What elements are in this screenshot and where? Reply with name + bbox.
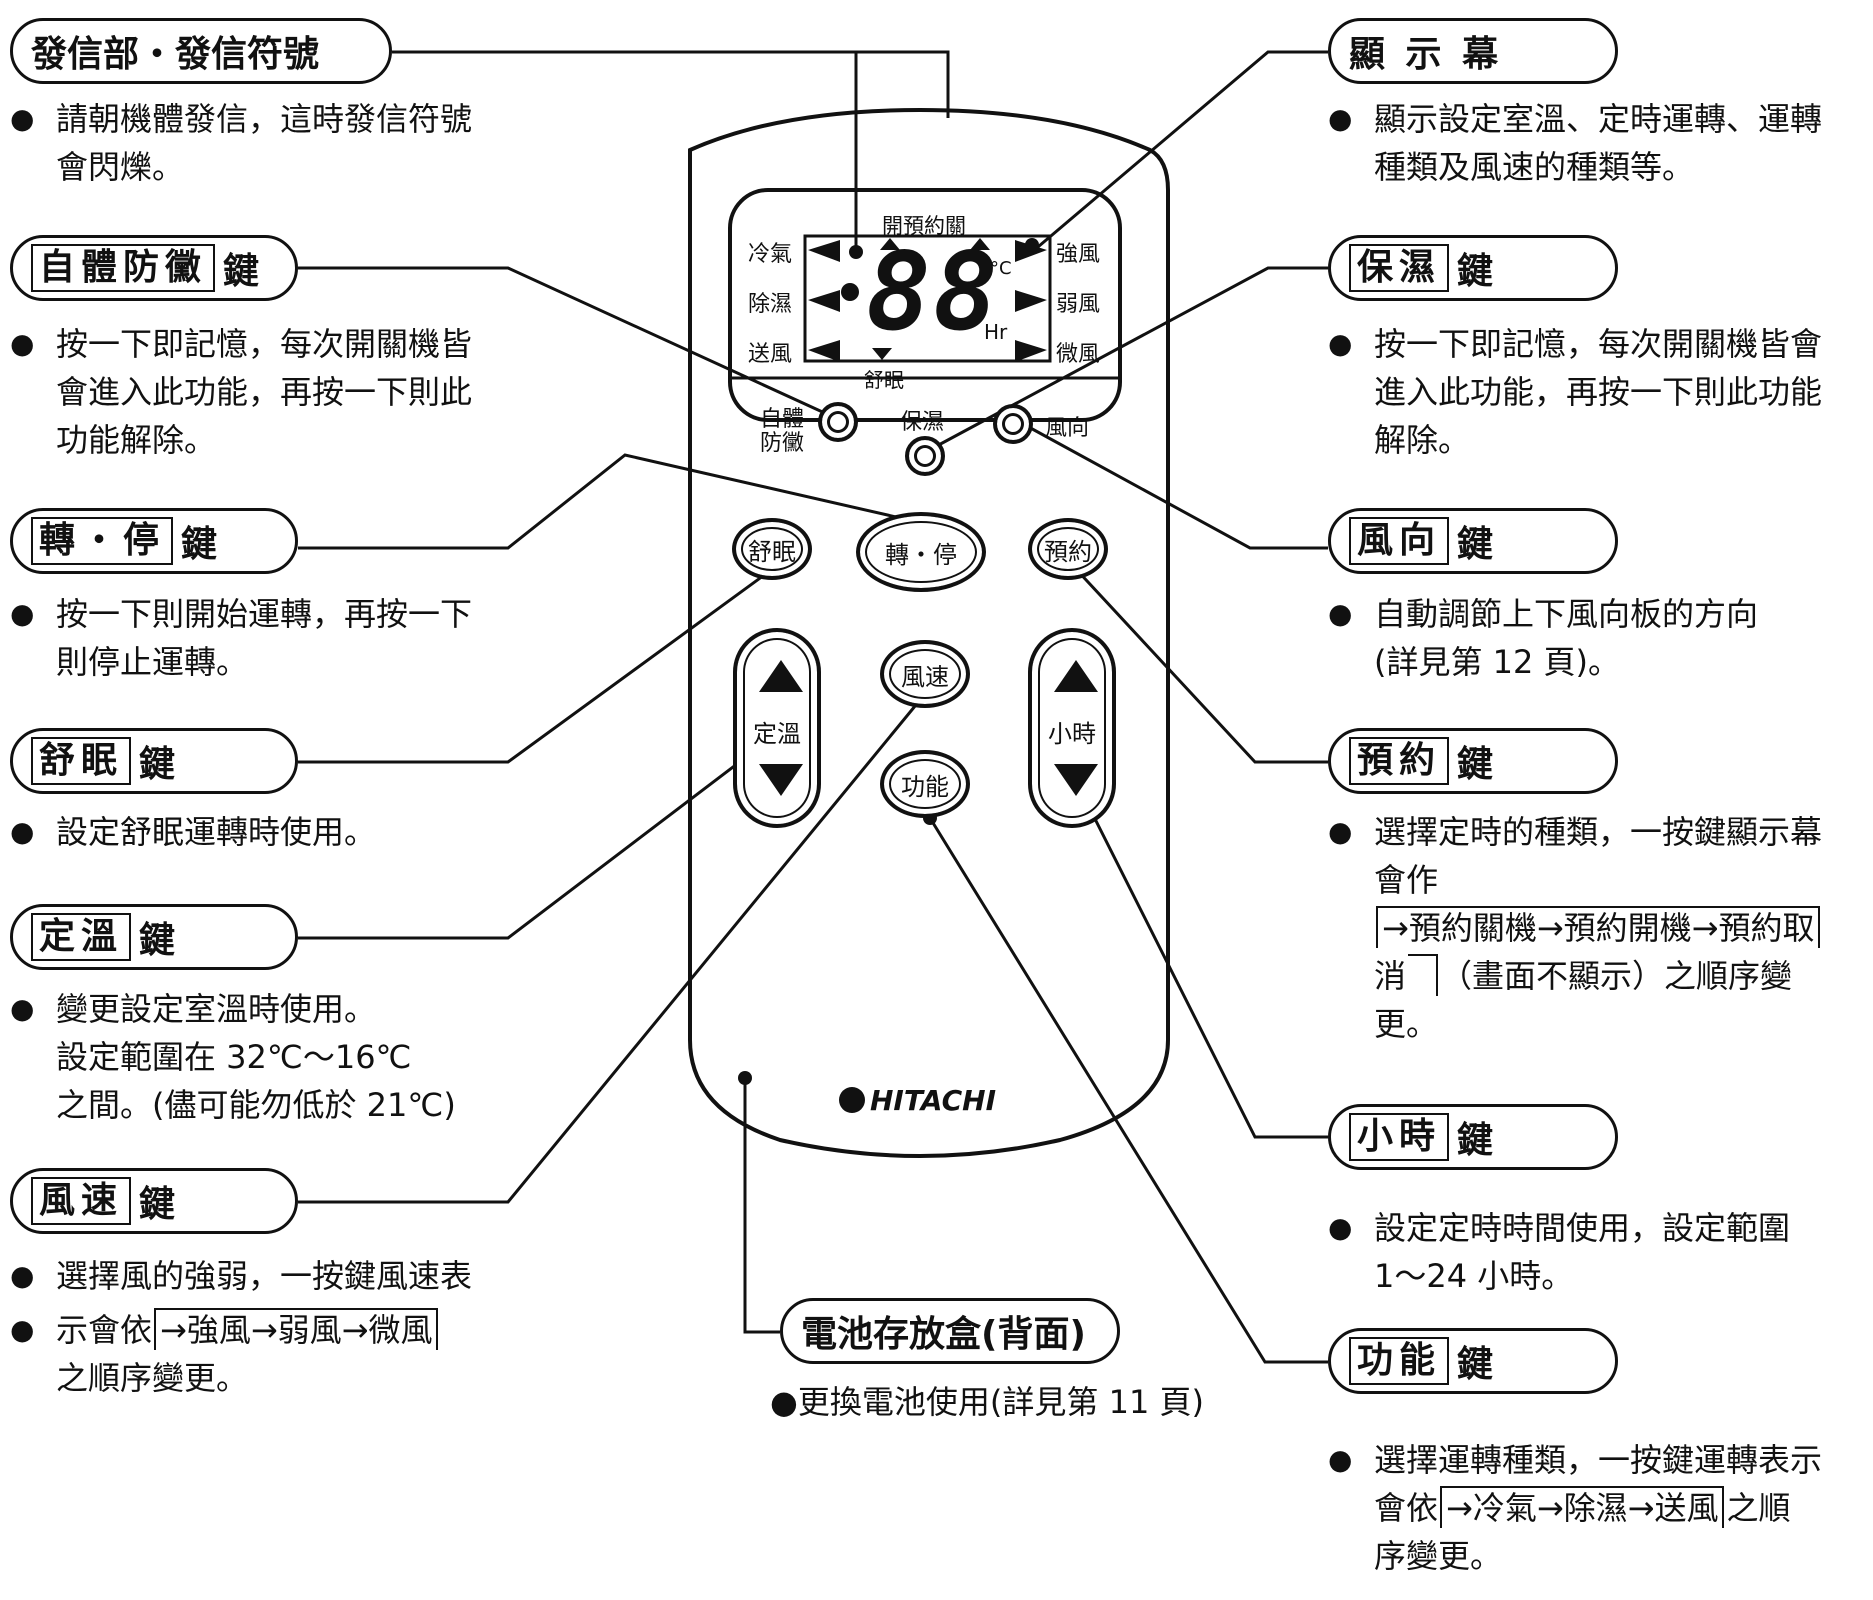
sleep-callout: 舒眠 鍵 (10, 728, 298, 794)
brand-logo: HITACHI (870, 1084, 996, 1117)
lcd-arrow-left-3 (808, 340, 840, 362)
temp-up-arrow-icon[interactable] (759, 660, 803, 692)
temp-rocker-label: 定溫 (753, 720, 801, 748)
lcd-mode-cool: 冷氣 (748, 242, 793, 267)
hour-rocker-label: 小時 (1048, 720, 1096, 748)
emitter-title: 發信部・發信符號 (31, 34, 320, 75)
battery-callout: 電池存放盒(背面) (780, 1298, 1120, 1364)
reserve-desc: 選擇定時的種類，一按鍵顯示幕 會作 →預約關機→預約開機→預約取 消 （畫面不顯… (1328, 808, 1873, 1048)
humidity-button-label: 保濕 (900, 410, 945, 435)
fan-speed-desc: 選擇風的強弱，一按鍵風速表 示會依→強風→弱風→微風 之順序變更。 (10, 1252, 550, 1402)
lcd-unit-celsius: °C (990, 258, 1012, 279)
reserve-callout: 預約 鍵 (1328, 728, 1618, 794)
display-callout: 顯 示 幕 (1328, 18, 1618, 84)
humidity-key-name: 保濕 (1349, 244, 1450, 292)
lcd-top-label: 開預約關 (882, 214, 966, 238)
display-desc: 顯示設定室溫、定時運轉、運轉 種類及風速的種類等。 (1328, 95, 1868, 191)
lcd-speed-weak: 弱風 (1056, 292, 1101, 317)
self-protect-button-label: 自體防黴 (760, 407, 805, 456)
lcd-arrow-left-1 (808, 240, 840, 262)
battery-title: 電池存放盒(背面) (801, 1314, 1086, 1355)
lcd-arrow-left-2 (808, 290, 840, 312)
sleep-key-name: 舒眠 (31, 737, 132, 785)
hour-key-name: 小時 (1349, 1113, 1450, 1161)
direction-key-name: 風向 (1349, 517, 1450, 565)
run-stop-desc: 按一下則開始運轉，再按一下 則停止運轉。 (10, 590, 530, 686)
lcd-mode-dry: 除濕 (748, 292, 793, 317)
direction-button[interactable] (993, 404, 1033, 444)
direction-desc: 自動調節上下風向板的方向 (詳見第 12 頁)。 (1328, 590, 1868, 686)
hour-down-arrow-icon[interactable] (1054, 764, 1098, 796)
battery-desc: ●更換電池使用(詳見第 11 頁) (770, 1383, 1204, 1421)
sleep-desc: 設定舒眠運轉時使用。 (10, 808, 530, 856)
direction-callout: 風向 鍵 (1328, 508, 1618, 574)
temp-desc: 變更設定室溫時使用。 設定範圍在 32℃～16℃ 之間。(儘可能勿低於 21℃) (10, 985, 530, 1129)
fan-speed-cycle: →強風→弱風→微風 (154, 1308, 439, 1350)
reserve-button[interactable]: 預約 (1028, 518, 1108, 580)
self-protect-callout: 自體防黴 鍵 (10, 235, 298, 301)
lcd-digits: 88 (866, 230, 1001, 355)
sleep-button[interactable]: 舒眠 (732, 518, 812, 580)
fan-speed-callout: 風速 鍵 (10, 1168, 298, 1234)
run-stop-button[interactable]: 轉・停 (856, 512, 986, 592)
lcd-mode-fan: 送風 (748, 342, 793, 367)
hour-callout: 小時 鍵 (1328, 1104, 1618, 1170)
function-button[interactable]: 功能 (880, 750, 970, 818)
emitter-desc: 請朝機體發信，這時發信符號 會閃爍。 (10, 95, 510, 191)
temp-key-name: 定溫 (31, 913, 132, 961)
lcd-sleep-label: 舒眠 (864, 368, 904, 392)
self-protect-key-name: 自體防黴 (31, 244, 216, 292)
run-stop-callout: 轉・停 鍵 (10, 508, 298, 574)
hour-rocker[interactable]: 小時 (1028, 628, 1116, 828)
lcd-speed-strong: 強風 (1056, 242, 1101, 267)
humidity-callout: 保濕 鍵 (1328, 235, 1618, 301)
humidity-desc: 按一下即記憶，每次開關機皆會 進入此功能，再按一下則此功能 解除。 (1328, 320, 1868, 464)
function-cycle: →冷氣→除濕→送風 (1440, 1486, 1725, 1528)
emitter-callout: 發信部・發信符號 (10, 18, 392, 84)
fan-speed-button[interactable]: 風速 (880, 640, 970, 708)
self-protect-desc: 按一下即記憶，每次開關機皆 會進入此功能，再按一下則此 功能解除。 (10, 320, 530, 464)
hitachi-logo-mark (839, 1087, 865, 1113)
hour-up-arrow-icon[interactable] (1054, 660, 1098, 692)
lcd-arrow-right-2 (1015, 290, 1047, 312)
temp-rocker[interactable]: 定溫 (733, 628, 821, 828)
fan-speed-key-name: 風速 (31, 1177, 132, 1225)
direction-button-label: 風向 (1045, 416, 1090, 441)
lcd-unit-hours: Hr (984, 320, 1008, 344)
reserve-key-name: 預約 (1349, 737, 1450, 785)
lcd-arrow-right-3 (1015, 340, 1047, 362)
run-stop-key-name: 轉・停 (31, 517, 174, 565)
humidity-button[interactable] (905, 436, 945, 476)
lcd-speed-low: 微風 (1056, 342, 1101, 367)
function-key-name: 功能 (1349, 1337, 1450, 1385)
hour-desc: 設定定時時間使用，設定範圍 1～24 小時。 (1328, 1204, 1868, 1300)
function-callout: 功能 鍵 (1328, 1328, 1618, 1394)
temp-down-arrow-icon[interactable] (759, 764, 803, 796)
temp-callout: 定溫 鍵 (10, 904, 298, 970)
display-title: 顯 示 幕 (1349, 34, 1503, 75)
self-protect-button[interactable] (818, 402, 858, 442)
reserve-cycle: →預約關機→預約開機→預約取 (1376, 906, 1821, 948)
